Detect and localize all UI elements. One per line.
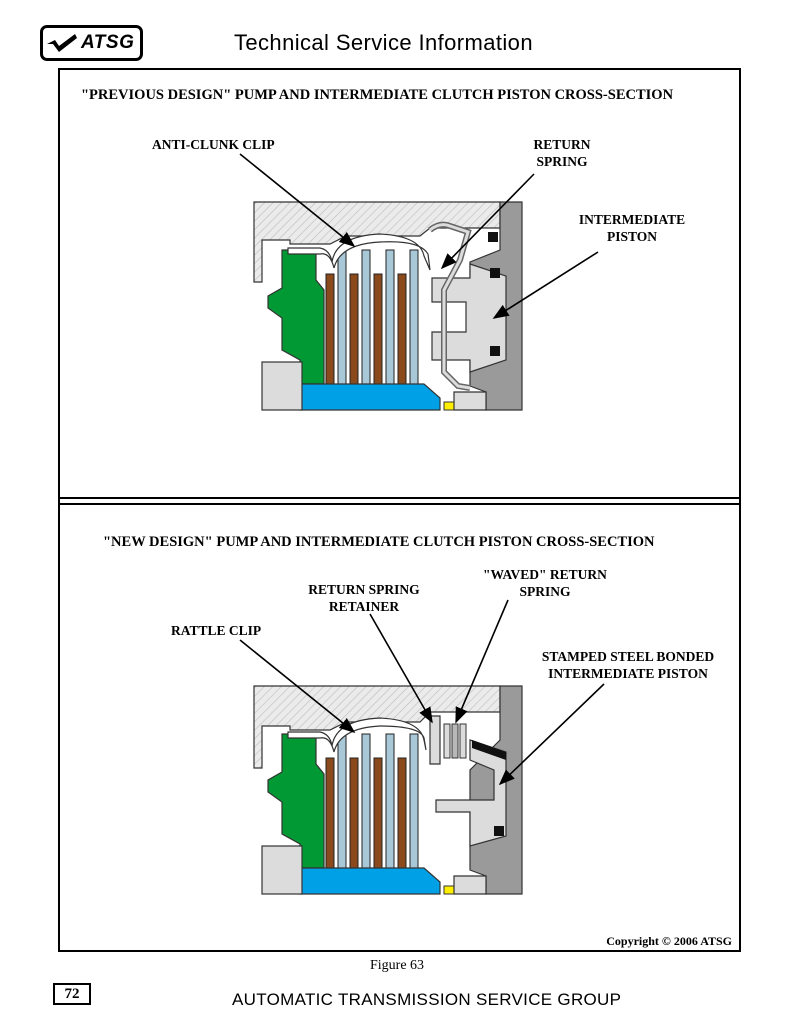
section-divider [58,497,741,505]
figure-frame [58,68,741,952]
page-title: Technical Service Information [234,30,533,55]
new-design-diagram [253,685,523,895]
rattle-clip [287,717,427,753]
leader-waved-return-spring [455,599,509,724]
green-hub [267,249,325,385]
stamped-steel-piston [435,739,507,847]
blue-pressure-plate [299,383,441,411]
piston-seal-inner [490,346,500,356]
label-anti-clunk-clip: ANTI-CLUNK CLIP [152,137,275,152]
case-seal [488,232,498,242]
leader-intermediate-piston [492,251,599,319]
leader-return-spring [440,173,535,270]
leader-return-spring-retainer [369,613,433,724]
label-stamped-steel-piston: STAMPED STEEL BONDED INTERMEDIATE PISTON [541,649,715,681]
logo-text: ATSG [81,32,135,53]
leader-rattle-clip [239,639,356,734]
leader-anti-clunk-clip [239,153,356,248]
checkmark-logo-icon [47,34,77,52]
piston-seal-outer [490,268,500,278]
page-number: 72 [53,983,91,1005]
intermediate-piston [431,263,507,373]
footer-text: AUTOMATIC TRANSMISSION SERVICE GROUP [232,990,622,1009]
leader-stamped-steel-piston [498,683,605,786]
backing-block [261,361,303,411]
return-spring-retainer [429,715,441,765]
copyright-text: Copyright © 2006 ATSG [606,934,732,948]
previous-design-diagram [253,201,523,411]
label-return-spring-retainer: RETURN SPRING RETAINER [308,582,420,614]
new-design-title: "NEW DESIGN" PUMP AND INTERMEDIATE CLUTC… [103,534,655,550]
label-return-spring: RETURN SPRING [533,137,591,169]
anti-clunk-clip [287,233,431,271]
label-intermediate-piston: INTERMEDIATE PISTON [578,212,686,244]
atsg-logo: ATSG [40,25,143,61]
previous-design-title: "PREVIOUS DESIGN" PUMP AND INTERMEDIATE … [81,87,674,103]
label-rattle-clip: RATTLE CLIP [171,623,262,638]
figure-caption: Figure 63 [370,958,425,973]
label-waved-return-spring: "WAVED" RETURN SPRING [483,567,607,599]
waved-return-spring [443,723,467,759]
